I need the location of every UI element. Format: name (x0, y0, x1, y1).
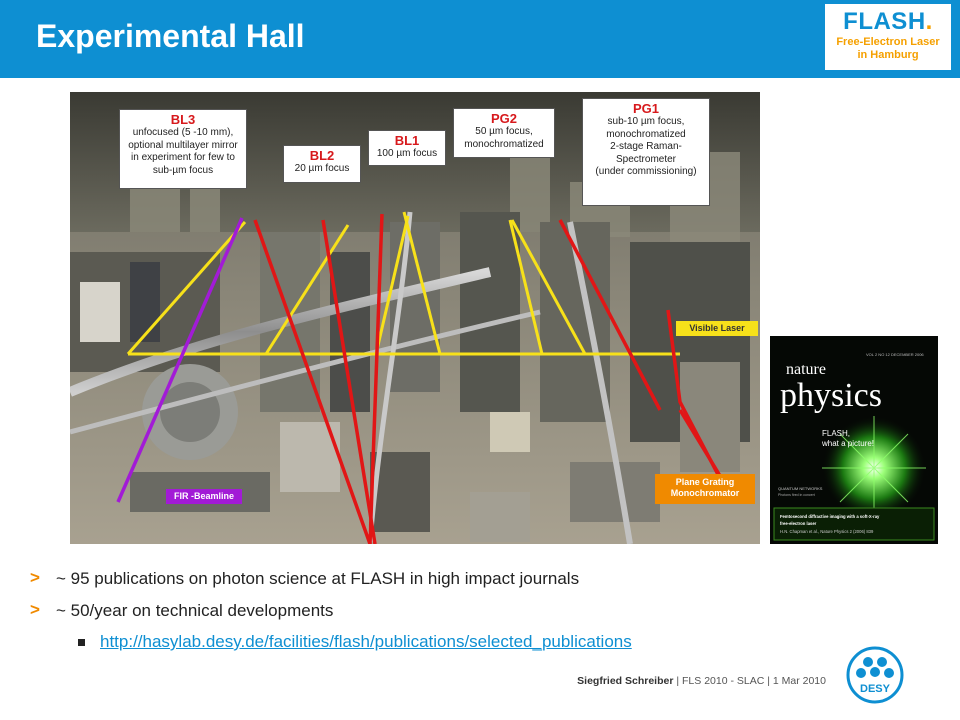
callout-bl2-desc: 20 µm focus (294, 163, 350, 174)
sub-bullet-item: http://hasylab.desy.de/facilities/flash/… (30, 630, 930, 660)
publications-link[interactable]: http://hasylab.desy.de/facilities/flash/… (100, 632, 632, 651)
callout-bl3-name: BL3 (170, 112, 196, 127)
flash-logo-word: FLASH. (843, 8, 933, 35)
callout-bl2: BL2 20 µm focus (283, 145, 361, 183)
callout-pg1-desc-4: Spectrometer (615, 153, 677, 165)
callout-pg1-desc-3: 2-stage Raman- (610, 141, 682, 152)
callout-pg1-name: PG1 (632, 101, 659, 116)
cover-masthead-meta: VOL 2 NO 12 DECEMBER 2006 (866, 352, 924, 357)
tag-pgm-line-1: Plane Grating (675, 477, 735, 487)
callout-pg2-name: PG2 (490, 111, 517, 126)
callout-pg1-desc-1: sub-10 µm focus, (607, 116, 685, 127)
tag-pgm-line-2: Monochromator (670, 488, 740, 498)
callout-bl1-name: BL1 (394, 133, 420, 148)
visible-laser-lines (126, 211, 680, 356)
visible-laser-pg2 (508, 219, 544, 355)
callout-bl3-desc-3: in experiment for few to (131, 152, 235, 163)
desy-logo-ring (846, 646, 904, 704)
cover-caption-1: Femtosecond diffractive imaging with a s… (780, 514, 880, 519)
callout-bl3-desc-2: optional multilayer mirror (128, 139, 238, 151)
callout-bl3-desc-1: unfocused (5 -10 mm), (132, 127, 234, 138)
flash-logo: FLASH. Free-Electron Laser in Hamburg (823, 2, 953, 72)
cover-sidebar-sub: Photons fired in concert (778, 493, 815, 497)
diffraction-rays (822, 416, 926, 520)
fel-beamlines (253, 213, 727, 544)
square-bullet-icon (78, 639, 85, 646)
callout-bl3: BL3 unfocused (5 -10 mm), optional multi… (119, 109, 247, 189)
visible-laser-bl3 (126, 221, 247, 355)
cover-caption-3: H.N. Chapman et al., Nature Physics 2 (2… (780, 529, 874, 534)
beamline-bl2 (321, 219, 377, 544)
cover-brand-big: physics (780, 377, 882, 414)
desy-logo-text: DESY (860, 683, 891, 695)
page-title: Experimental Hall (36, 18, 305, 54)
cover-headline-1: FLASH, (822, 429, 850, 438)
title-bar: Experimental Hall FLASH. Free-Electron L… (0, 0, 960, 78)
bullet-marker: > (30, 568, 40, 587)
callout-pg1-desc-2: monochromatized (606, 128, 686, 140)
footer-author: Siegfried Schreiber (577, 675, 674, 687)
visible-laser-bl2 (264, 224, 350, 355)
nature-physics-cover: nature physics VOL 2 NO 12 DECEMBER 2006… (770, 336, 938, 544)
callout-pg1: PG1 sub-10 µm focus, monochromatized 2-s… (582, 98, 710, 206)
tag-plane-grating-monochromator: Plane Grating Monochromator (655, 474, 755, 504)
bullet-text: ~ 50/year on technical developments (56, 601, 334, 620)
bullet-item: > ~ 50/year on technical developments (30, 598, 930, 630)
bullet-marker: > (30, 600, 40, 619)
callout-bl3-desc-4: sub-µm focus (152, 164, 214, 176)
cover-caption-2: free-electron laser (780, 521, 817, 526)
visible-laser-pg2b (510, 219, 587, 355)
visible-laser-bl1b (402, 211, 442, 355)
callout-pg2-desc-1: 50 µm focus, (475, 126, 533, 137)
beamline-bl1 (368, 213, 384, 544)
flash-logo-sub-1: Free-Electron Laser (836, 36, 940, 48)
callout-pg1-desc-5: (under commissioning) (595, 166, 697, 177)
beamline-bl3 (253, 219, 372, 544)
experimental-hall-photo: BL3 unfocused (5 -10 mm), optional multi… (70, 92, 760, 544)
bullet-text: ~ 95 publications on photon science at F… (56, 569, 580, 588)
cover-sidebar: QUANTUM NETWORKS (778, 486, 823, 491)
visible-laser-bl1 (374, 215, 410, 355)
flash-logo-sub-2: in Hamburg (857, 49, 919, 61)
footer: Siegfried Schreiber | FLS 2010 - SLAC | … (480, 675, 826, 687)
cover-headline-2: what a picture! (821, 439, 874, 448)
footer-meta: | FLS 2010 - SLAC | 1 Mar 2010 (673, 675, 826, 687)
cover-caption-box (773, 507, 935, 541)
bullet-item: > ~ 95 publications on photon science at… (30, 566, 930, 598)
beamline-pg2 (558, 219, 662, 411)
callout-bl1: BL1 100 µm focus (368, 130, 446, 166)
callout-bl2-name: BL2 (309, 148, 335, 163)
cover-brand-small: nature (786, 361, 826, 378)
callout-bl1-desc: 100 µm focus (376, 148, 438, 159)
fir-beamline-line (116, 217, 244, 503)
callout-pg2: PG2 50 µm focus, monochromatized (453, 108, 555, 158)
tag-visible-laser: Visible Laser (676, 321, 758, 336)
tag-fir-beamline: FIR -Beamline (166, 489, 242, 504)
cover-art: nature physics VOL 2 NO 12 DECEMBER 2006… (770, 336, 938, 544)
callout-pg2-desc-2: monochromatized (464, 138, 544, 150)
beamline-pgm (678, 409, 727, 485)
desy-logo: DESY (846, 646, 904, 704)
bullet-list: > ~ 95 publications on photon science at… (30, 566, 930, 660)
